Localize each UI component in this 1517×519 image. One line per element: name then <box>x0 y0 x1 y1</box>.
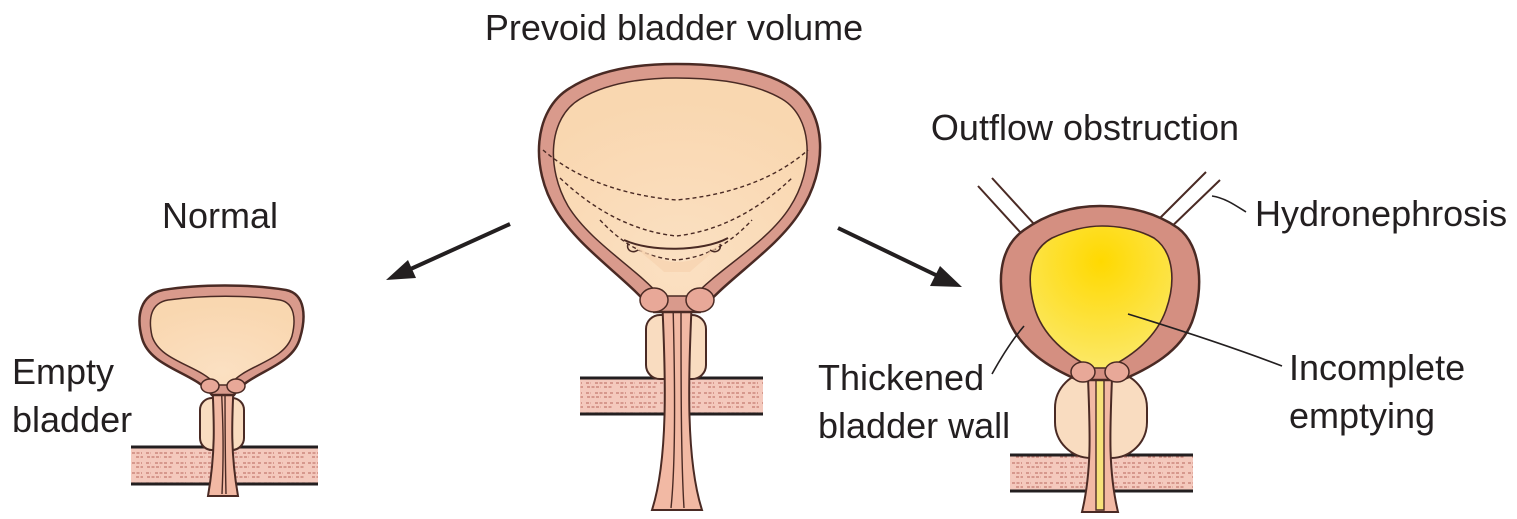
normal-bladder <box>131 286 318 497</box>
incomplete-emptying-label-line1: Incomplete <box>1289 347 1465 388</box>
incomplete-emptying-label-line2: emptying <box>1289 395 1435 436</box>
normal-bladder-lumen <box>150 296 294 385</box>
obstructed-bladder <box>978 172 1220 512</box>
thickened-wall-label-line2: bladder wall <box>818 405 1010 446</box>
thickened-wall-label-line1: Thickened <box>818 357 984 398</box>
empty-bladder-label-line2: bladder <box>12 399 132 440</box>
hydronephrosis-leader <box>1212 196 1246 212</box>
prevoid-label: Prevoid bladder volume <box>485 7 863 48</box>
arrow-to-obstruction <box>838 228 962 287</box>
normal-label: Normal <box>162 195 278 236</box>
outflow-obstruction-label: Outflow obstruction <box>931 107 1239 148</box>
empty-bladder-label-line1: Empty <box>12 351 114 392</box>
prevoid-bladder <box>539 64 820 510</box>
arrow-to-normal <box>386 224 510 280</box>
hydronephrosis-label: Hydronephrosis <box>1255 193 1507 234</box>
